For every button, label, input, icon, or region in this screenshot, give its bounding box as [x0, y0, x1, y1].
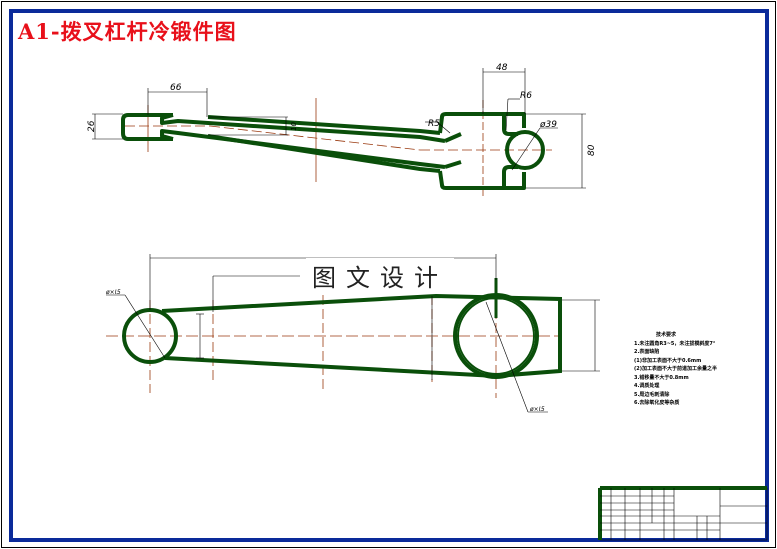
note-item: (1)非加工表面不大于0.6mm — [634, 357, 702, 364]
dim-dia39: ø39 — [539, 120, 557, 130]
dim-80: 80 — [587, 144, 597, 156]
dim-26: 26 — [87, 120, 97, 132]
front-outline — [122, 278, 562, 379]
dim-left-dia: ø×Ɩ5 — [105, 289, 121, 296]
dim-r5: R5 — [428, 119, 440, 129]
dim-10: 10 — [290, 122, 298, 131]
dim-66: 66 — [170, 83, 182, 93]
note-item: 1.未注圆角R3~5，未注拔模斜度7° — [634, 340, 716, 347]
drawing-frame — [9, 9, 769, 542]
note-item: (2)加工表面不大于前道加工余量之半 — [634, 366, 718, 372]
note-item: 2.表面缺陷 — [634, 349, 660, 355]
dim-right-dia: ø×Ɩ5 — [529, 406, 545, 413]
watermark: 图文设计 — [306, 258, 454, 293]
note-item: 5.周边毛刺清除 — [634, 391, 670, 398]
top-outline — [121, 112, 545, 190]
note-item: 6.去除氧化皮等杂质 — [634, 400, 680, 406]
note-item: 4.调质处理 — [634, 383, 660, 389]
technical-notes: 技术要求 1.未注圆角R3~5，未注拔模斜度7° 2.表面缺陷 (1)非加工表面… — [634, 331, 717, 408]
dim-48: 48 — [496, 63, 508, 73]
note-item: 3.错移量不大于0.8mm — [634, 374, 689, 381]
dim-r6: R6 — [520, 91, 532, 101]
top-view: 66 48 R6 R5 ø39 80 26 10 — [87, 63, 597, 198]
top-dimensions — [92, 68, 586, 189]
title-block — [598, 486, 768, 541]
drawing-title: A1-拨叉杠杆冷锻件图 — [18, 19, 237, 44]
notes-heading: 技术要求 — [656, 332, 677, 338]
